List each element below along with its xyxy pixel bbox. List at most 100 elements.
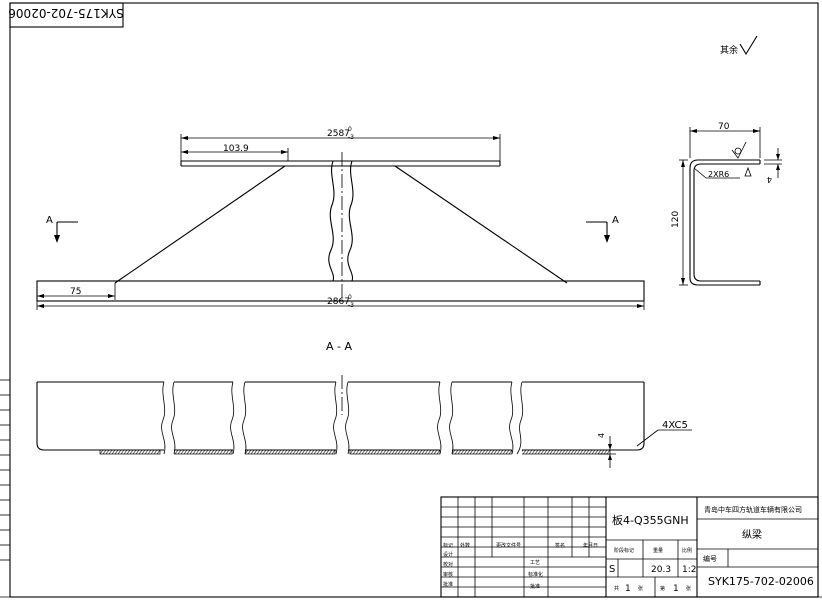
svg-text:其余: 其余 (720, 44, 738, 56)
hatch-line (531, 449, 536, 455)
hatch-line (367, 449, 372, 455)
svg-text:更改文件号: 更改文件号 (496, 542, 521, 549)
hatch-line (540, 449, 545, 455)
hatch-line (561, 449, 566, 455)
svg-text:A: A (46, 215, 53, 226)
hatch-line (132, 449, 137, 455)
hatch-line (543, 449, 548, 455)
svg-text:120: 120 (671, 211, 681, 228)
hatch-line (271, 449, 276, 455)
hatch-line (457, 449, 462, 455)
hatch-line (594, 449, 599, 455)
hatch-line (564, 449, 569, 455)
hatch-line (487, 449, 492, 455)
part-name: 纵梁 (742, 528, 762, 541)
svg-text:审核: 审核 (443, 571, 453, 578)
hatch-line (430, 449, 435, 455)
hatch-line (436, 449, 441, 455)
hatch-line (150, 449, 155, 455)
hatch-line (349, 449, 354, 455)
stage-mark: S (609, 564, 615, 575)
hatch-line (382, 449, 387, 455)
hatch-line (484, 449, 489, 455)
drawing-number: SYK175-702-02006 (708, 575, 814, 588)
hatch-line (177, 449, 182, 455)
svg-text:-3: -3 (348, 302, 354, 309)
hatch-line (373, 449, 378, 455)
hatch-line (147, 449, 152, 455)
hatch-line (546, 449, 551, 455)
roughness-symbol: 其余 (720, 35, 758, 56)
section-title: A - A (326, 340, 352, 353)
hatch-line (555, 449, 560, 455)
svg-text:75: 75 (70, 287, 81, 297)
hatch-line (253, 449, 258, 455)
hatch-line (352, 449, 357, 455)
hatch-line (265, 449, 270, 455)
hatch-line (111, 449, 116, 455)
hatch-line (174, 449, 179, 455)
top-view: 2587 0 -3 103.9 75 2867 0 -3 A A (36, 126, 645, 310)
svg-text:设计: 设计 (443, 551, 453, 558)
svg-text:2587: 2587 (327, 129, 350, 139)
hatch-line (481, 449, 486, 455)
hatch-line (496, 449, 501, 455)
svg-text:阶段标记: 阶段标记 (614, 547, 634, 554)
hatch-line (385, 449, 390, 455)
hatch-line (588, 449, 593, 455)
hatch-line (379, 449, 384, 455)
hatch-line (493, 449, 498, 455)
hatch-line (406, 449, 411, 455)
svg-text:标记: 标记 (443, 542, 453, 549)
hatch-line (388, 449, 393, 455)
hatch-line (606, 449, 611, 455)
hatch-line (415, 449, 420, 455)
hatch-line (120, 449, 125, 455)
svg-text:A: A (612, 215, 619, 226)
svg-text:张: 张 (686, 585, 691, 592)
hatch-line (102, 449, 107, 455)
hatch-line (192, 449, 197, 455)
hatch-line (570, 449, 575, 455)
corner-code-box: SYK175-702-02006 (8, 2, 124, 28)
hatch-line (522, 449, 527, 455)
hatch-line (99, 449, 104, 455)
svg-text:2867: 2867 (327, 297, 350, 307)
hatch-line (364, 449, 369, 455)
hatch-line (582, 449, 587, 455)
hatch-line (283, 449, 288, 455)
hatch-line (600, 449, 605, 455)
hatch-line (525, 449, 530, 455)
hatch-line (475, 449, 480, 455)
hatch-line (391, 449, 396, 455)
svg-text:重量: 重量 (653, 547, 663, 554)
hatch-line (262, 449, 267, 455)
svg-text:处数: 处数 (460, 542, 470, 549)
hatch-line (129, 449, 134, 455)
hatch-line (180, 449, 185, 455)
hatch-line (549, 449, 554, 455)
svg-text:批准: 批准 (530, 583, 540, 590)
hatch-line (427, 449, 432, 455)
hatch-line (478, 449, 483, 455)
hatch-line (534, 449, 539, 455)
left-binding-strip (0, 379, 10, 561)
hatch-line (210, 449, 215, 455)
svg-text:4: 4 (597, 433, 606, 438)
svg-text:2XR6: 2XR6 (708, 170, 729, 179)
hatch-line (412, 449, 417, 455)
hatch-line (298, 449, 303, 455)
hatch-line (222, 449, 227, 455)
hatch-line (394, 449, 399, 455)
hatch-line (463, 449, 468, 455)
hatch-line (250, 449, 255, 455)
hatch-line (573, 449, 578, 455)
svg-text:标准化: 标准化 (528, 571, 543, 578)
hatch-line (403, 449, 408, 455)
hatch-line (268, 449, 273, 455)
svg-text:0: 0 (348, 126, 352, 133)
hatch-line (292, 449, 297, 455)
hatch-line (421, 449, 426, 455)
weight-value: 20.3 (651, 565, 671, 575)
